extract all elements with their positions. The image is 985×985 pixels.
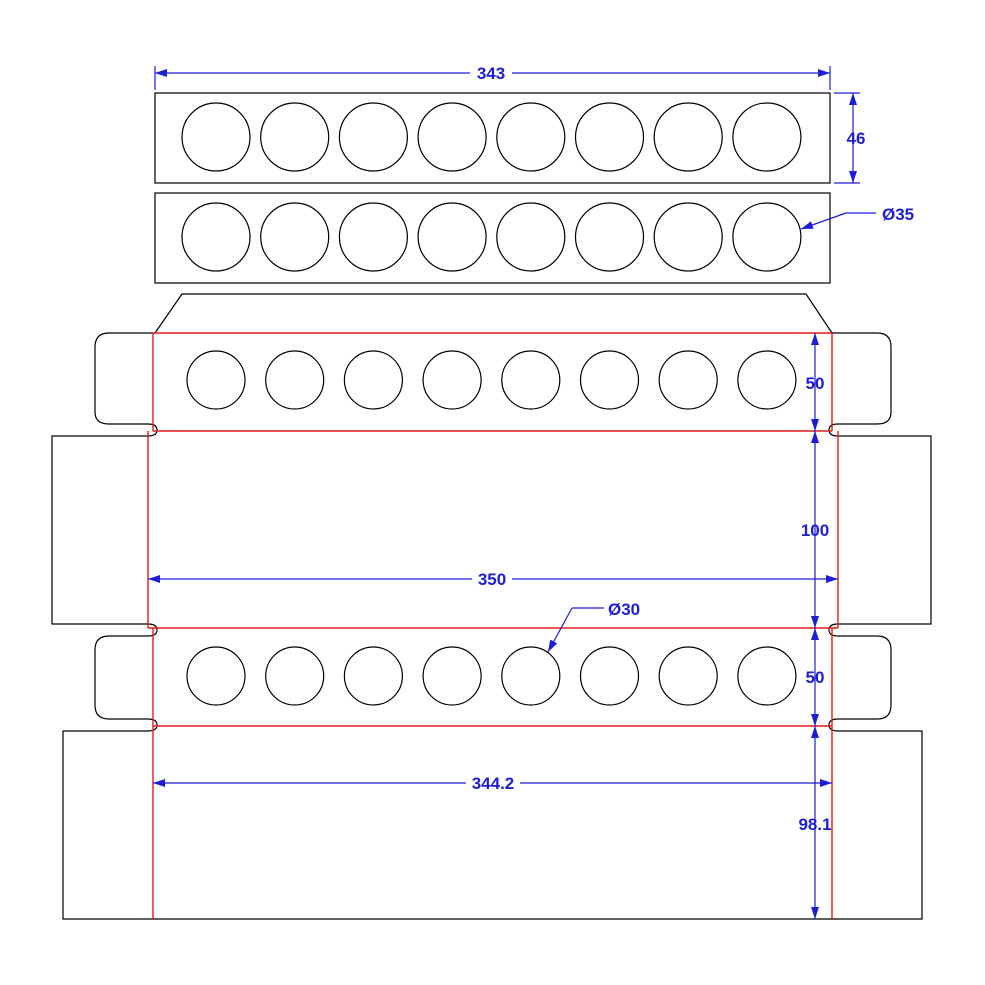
hole-small: [265, 350, 325, 410]
hole-small: [737, 350, 797, 410]
dim-label-d30: Ø30: [608, 600, 640, 619]
hole-small: [501, 350, 561, 410]
hole-large: [496, 202, 566, 272]
hole-large: [260, 102, 330, 172]
dimension-large-hole: Ø35: [800, 205, 914, 230]
hole-large: [181, 202, 251, 272]
upper-panel-holes: [186, 350, 797, 410]
dim-label-344-2: 344.2: [472, 774, 515, 793]
hole-small: [658, 646, 718, 706]
hole-small: [737, 646, 797, 706]
hole-small: [343, 646, 403, 706]
dimension-bottom-width: 344.2: [153, 774, 832, 793]
dimension-lower-tab-height: 50: [806, 628, 825, 726]
dimension-strip-height: 46: [834, 92, 866, 184]
dimension-upper-tab-height: 50: [806, 333, 825, 431]
hole-large: [732, 202, 802, 272]
hole-small: [265, 646, 325, 706]
dim-label-98-1: 98.1: [798, 815, 831, 834]
lower-panel-holes: [186, 646, 797, 706]
hole-large: [574, 102, 645, 172]
hole-large: [338, 202, 408, 272]
hole-small: [343, 350, 403, 410]
dim-label-343: 343: [477, 64, 505, 83]
hole-large: [417, 202, 487, 272]
hole-large: [653, 102, 723, 172]
hole-small: [422, 646, 482, 706]
hole-large: [338, 102, 408, 172]
hole-large: [181, 102, 251, 172]
dim-label-100: 100: [801, 521, 829, 540]
top-strip-1-holes: [181, 102, 802, 172]
dim-label-50-upper: 50: [806, 374, 825, 393]
hole-large: [574, 202, 645, 272]
dimension-top-width: 343: [154, 64, 831, 90]
hole-small: [186, 646, 246, 706]
hole-large: [653, 202, 723, 272]
dimension-bottom-height: 98.1: [798, 726, 832, 919]
hole-small: [422, 350, 482, 410]
dim-label-d35: Ø35: [882, 205, 914, 224]
fold-lines: [147, 332, 839, 919]
dimension-middle-panel-height: 100: [801, 431, 829, 628]
hole-small: [658, 350, 718, 410]
dim-label-50-lower: 50: [806, 668, 825, 687]
box-cut-outline: [51, 293, 932, 920]
hole-small: [579, 350, 640, 410]
hole-large: [260, 202, 330, 272]
hole-small: [501, 646, 561, 706]
top-strip-2: [154, 192, 831, 284]
hole-large: [496, 102, 566, 172]
hole-large: [417, 102, 487, 172]
dim-label-350: 350: [478, 570, 506, 589]
dim-label-46: 46: [847, 129, 866, 148]
hole-large: [732, 102, 802, 172]
dimension-panel-width: 350: [148, 570, 838, 589]
hole-small: [186, 350, 246, 410]
dimension-small-hole: Ø30: [547, 600, 640, 653]
top-strip-2-holes: [181, 202, 802, 272]
hole-small: [579, 646, 640, 706]
top-strip-1: [154, 92, 831, 184]
